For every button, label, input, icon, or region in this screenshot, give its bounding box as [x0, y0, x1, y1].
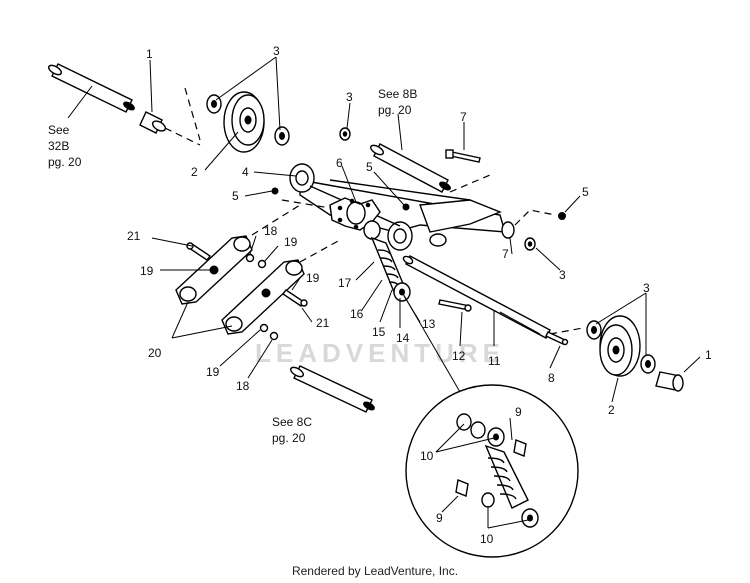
callout-4: 4 — [242, 165, 249, 179]
callout-2: 2 — [191, 165, 198, 179]
shock-detail-circle — [401, 291, 579, 558]
idler-wheel-right — [586, 315, 656, 377]
callout-2: 2 — [608, 403, 615, 417]
callout-21: 21 — [316, 316, 330, 330]
bolt-5-right — [558, 212, 566, 220]
callout-13: 13 — [422, 317, 436, 331]
callout-12: 12 — [452, 349, 466, 363]
callout-7: 7 — [460, 110, 467, 124]
svg-text:32B: 32B — [48, 139, 69, 153]
dash-line-right — [514, 209, 556, 226]
callout-7: 7 — [502, 247, 509, 261]
bolt-5-mid — [402, 203, 410, 211]
callout-3: 3 — [273, 44, 280, 58]
bolt-21-lower — [281, 289, 308, 307]
washer-19-lower — [259, 323, 269, 333]
callout-20: 20 — [148, 346, 162, 360]
callout-15: 15 — [372, 325, 386, 339]
bolt-upper — [445, 149, 481, 163]
svg-text:See: See — [48, 123, 70, 137]
idler-wheel-left — [206, 91, 290, 153]
callout-9: 9 — [436, 511, 443, 525]
callout-6: 6 — [336, 156, 343, 170]
bolt-8 — [545, 331, 569, 346]
linkage-arm-lower — [221, 259, 305, 335]
linkage-arm-upper — [175, 235, 253, 305]
callout-16: 16 — [350, 307, 364, 321]
footer-credit: Rendered by LeadVenture, Inc. — [291, 564, 459, 578]
callout-8: 8 — [548, 371, 555, 385]
dash-line-hub — [281, 199, 331, 209]
callout-21: 21 — [127, 229, 141, 243]
callout-18: 18 — [236, 379, 250, 393]
washer-18-upper — [245, 253, 255, 263]
callout-3: 3 — [559, 268, 566, 282]
svg-text:See 8B: See 8B — [378, 87, 417, 101]
callout-9: 9 — [515, 405, 522, 419]
dash-line-link-b — [299, 239, 341, 263]
bushing-right — [655, 371, 684, 392]
callout-19: 19 — [306, 271, 320, 285]
dash-line-upper — [449, 174, 491, 193]
callout-3: 3 — [346, 90, 353, 104]
reference-see-32b: See 32B pg. 20 — [48, 123, 82, 169]
svg-text:pg. 20: pg. 20 — [378, 103, 412, 117]
reference-see-8b: See 8B pg. 20 — [378, 87, 417, 117]
washer-18-lower — [269, 331, 279, 341]
bolt-12 — [438, 299, 472, 312]
callout-1: 1 — [705, 348, 712, 362]
bolt-21-upper — [186, 242, 212, 261]
dash-line-lower — [549, 327, 584, 335]
callout-1: 1 — [146, 47, 153, 61]
callout-5: 5 — [582, 185, 589, 199]
callout-19: 19 — [140, 264, 154, 278]
callout-3: 3 — [643, 281, 650, 295]
upper-cross-rod — [369, 143, 451, 193]
callout-17: 17 — [338, 276, 352, 290]
bushing-left — [139, 111, 167, 134]
callout-10: 10 — [420, 449, 434, 463]
dash-line-bushing — [164, 127, 201, 146]
svg-text:See 8C: See 8C — [272, 415, 312, 429]
svg-text:pg. 20: pg. 20 — [272, 431, 306, 445]
callout-5: 5 — [232, 189, 239, 203]
lower-long-rod — [402, 255, 551, 339]
callout-18: 18 — [264, 224, 278, 238]
dash-line-link-a — [251, 204, 301, 236]
callout-10: 10 — [480, 532, 494, 546]
axle-rod-left — [47, 63, 135, 113]
callouts: 1 1 2 2 3 3 3 3 4 5 5 5 6 7 7 8 9 9 10 1… — [127, 44, 712, 546]
callout-5: 5 — [366, 160, 373, 174]
callout-19: 19 — [206, 365, 220, 379]
callout-19: 19 — [284, 235, 298, 249]
lower-rod-8c — [289, 365, 375, 413]
reference-see-8c: See 8C pg. 20 — [272, 415, 312, 445]
callout-14: 14 — [396, 331, 410, 345]
dash-line-axle — [184, 87, 201, 141]
washer-19-upper — [257, 259, 267, 269]
shock-absorber — [363, 220, 411, 302]
bolt-5-left — [271, 187, 279, 195]
svg-text:pg. 20: pg. 20 — [48, 155, 82, 169]
callout-11: 11 — [488, 354, 501, 368]
watermark: LEADVENTURE — [255, 338, 505, 368]
leader-lines — [67, 56, 701, 529]
